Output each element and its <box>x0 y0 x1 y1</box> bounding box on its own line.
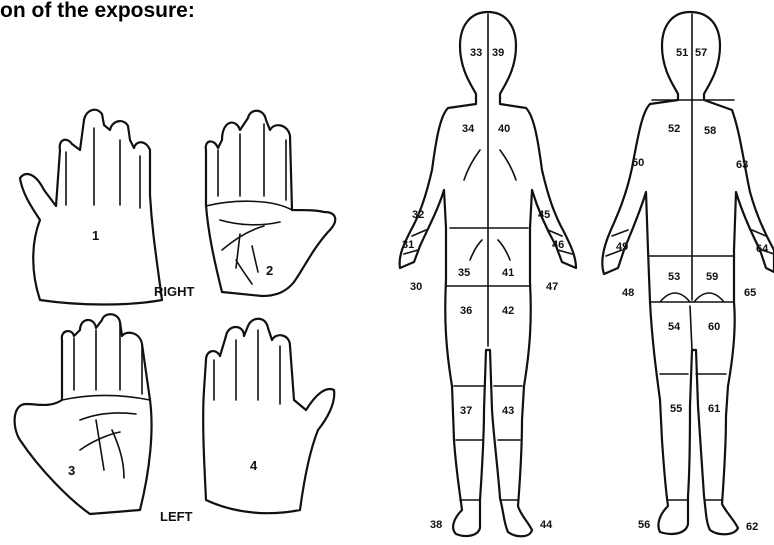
front-body-lower-leg-1-label: 43 <box>502 405 514 417</box>
front-body-chest-0-label: 34 <box>462 123 475 135</box>
back-body-thigh-0-label: 54 <box>668 321 681 333</box>
hand-4-left-back <box>203 319 334 513</box>
back-body-hand-0-label: 48 <box>622 287 634 299</box>
back-body-foot-0-label: 56 <box>638 519 650 531</box>
back-body-upper-arm-0-label: 50 <box>632 157 644 169</box>
front-body-hand-0-label: 30 <box>410 281 422 293</box>
hand-1-number: 1 <box>92 228 99 243</box>
hand-1-right-back <box>20 110 162 305</box>
back-body-upper-arm-1-label: 63 <box>736 159 748 171</box>
back-body-lower-leg-1-label: 61 <box>708 403 720 415</box>
back-body-buttocks-0-label: 53 <box>668 271 680 283</box>
back-body-hand-1-label: 65 <box>744 287 756 299</box>
back-body-forearm-0-label: 49 <box>616 241 628 253</box>
back-body-head-1-label: 57 <box>695 47 707 59</box>
front-body-head-1-label: 39 <box>492 47 504 59</box>
back-body-back-0-label: 52 <box>668 123 680 135</box>
left-hand-label: LEFT <box>160 509 193 524</box>
back-body-outline <box>602 12 774 534</box>
front-body-foot-0-label: 38 <box>430 519 442 531</box>
front-body-chest-1-label: 40 <box>498 123 510 135</box>
front-body-lower-leg-0-label: 37 <box>460 405 472 417</box>
front-body-groin-1-label: 41 <box>502 267 514 279</box>
back-body-forearm-1-label: 64 <box>756 243 769 255</box>
hand-3-number: 3 <box>68 463 75 478</box>
hand-3-left-palm <box>15 314 152 514</box>
hand-4-number: 4 <box>250 458 258 473</box>
front-body-upper-arm-1-label: 45 <box>538 209 550 221</box>
back-body-head-0-label: 51 <box>676 47 688 59</box>
front-body-hand-1-label: 47 <box>546 281 558 293</box>
front-body-upper-arm-0-label: 32 <box>412 209 424 221</box>
front-body-head-0-label: 33 <box>470 47 482 59</box>
front-body-forearm-0-label: 31 <box>402 239 414 251</box>
front-body-forearm-1-label: 46 <box>552 239 564 251</box>
back-body-lower-leg-0-label: 55 <box>670 403 682 415</box>
back-body-buttocks-1-label: 59 <box>706 271 718 283</box>
front-body-groin-0-label: 35 <box>458 267 470 279</box>
front-body-foot-1-label: 44 <box>540 519 553 531</box>
front-body-outline <box>400 12 576 536</box>
back-body-foot-1-label: 62 <box>746 521 758 533</box>
right-hand-label: RIGHT <box>154 284 195 299</box>
front-body-thigh-0-label: 36 <box>460 305 472 317</box>
back-body-back-1-label: 58 <box>704 125 716 137</box>
front-body-thigh-1-label: 42 <box>502 305 514 317</box>
back-body-thigh-1-label: 60 <box>708 321 720 333</box>
hand-2-number: 2 <box>266 263 273 278</box>
